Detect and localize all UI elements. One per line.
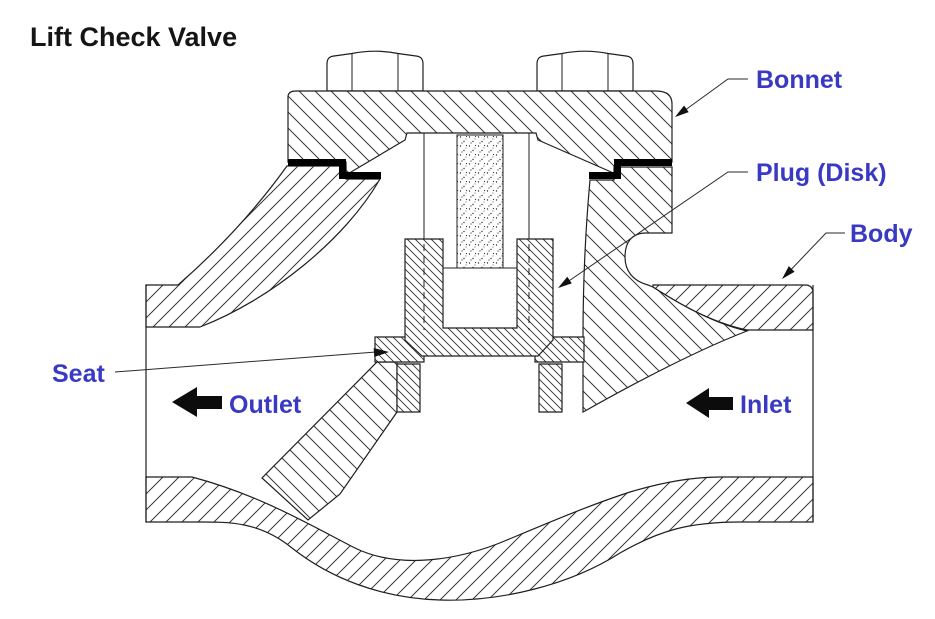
seat-ring xyxy=(374,336,585,413)
leader-body-arrowhead xyxy=(782,266,795,279)
leader-plug xyxy=(559,171,748,288)
inlet-flow-arrow xyxy=(686,388,733,418)
leader-seat xyxy=(114,351,377,373)
bonnet-bolt-left xyxy=(326,50,424,92)
label-plug: Plug (Disk) xyxy=(756,159,887,187)
outlet-flow-arrow xyxy=(172,387,222,417)
bottom-wall xyxy=(145,476,814,601)
bonnet-part xyxy=(287,90,673,177)
leader-bonnet-arrowhead xyxy=(675,105,689,117)
body-right-wall xyxy=(582,166,750,413)
valve-drawing xyxy=(145,50,814,601)
label-outlet: Outlet xyxy=(229,391,302,419)
figure-title: Lift Check Valve xyxy=(30,22,238,52)
body-left-wall xyxy=(145,165,382,328)
leader-seat-arrowhead xyxy=(373,348,389,357)
bonnet-bolt-right xyxy=(536,50,634,92)
leader-bonnet xyxy=(676,78,748,117)
label-bonnet: Bonnet xyxy=(756,66,843,94)
plug-disk xyxy=(404,238,554,357)
label-seat: Seat xyxy=(52,360,105,388)
seat-bridge-wall xyxy=(261,361,398,521)
gasket-left xyxy=(288,159,381,179)
callouts: Bonnet Plug (Disk) Body Seat Outlet Inle… xyxy=(52,66,913,419)
leader-plug-arrowhead xyxy=(558,276,572,288)
inlet-top-wall xyxy=(652,284,814,331)
gasket-right xyxy=(589,159,672,179)
valve-stem xyxy=(456,134,504,269)
label-body: Body xyxy=(850,220,913,248)
label-inlet: Inlet xyxy=(740,391,792,419)
leader-body xyxy=(783,232,845,278)
